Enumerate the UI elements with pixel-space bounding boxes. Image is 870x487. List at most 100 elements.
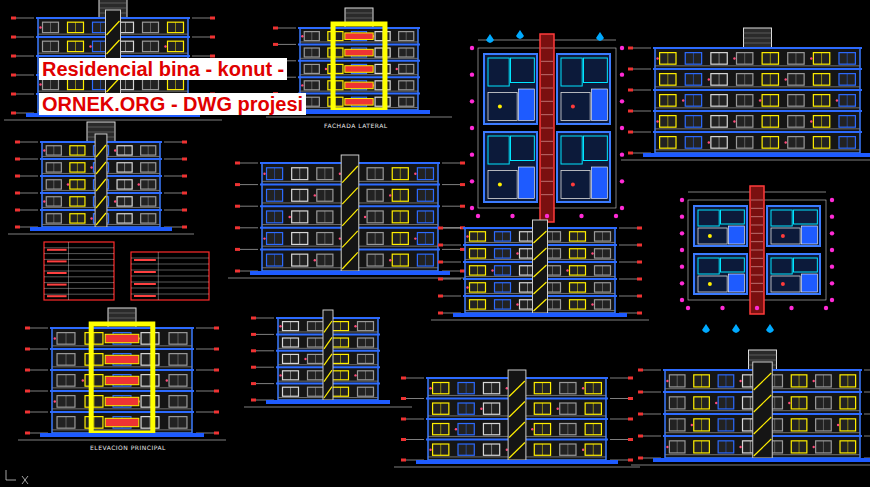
window-mullion [847, 441, 848, 453]
window [168, 79, 184, 89]
stair-step [751, 266, 763, 267]
window-mullion [744, 53, 745, 65]
room [698, 210, 719, 226]
window-mullion [502, 300, 503, 309]
apartment [694, 254, 747, 294]
window [813, 95, 829, 107]
window [762, 116, 778, 128]
detail-dot [516, 252, 518, 254]
level-line [442, 163, 462, 164]
level-marker [438, 227, 443, 230]
window [470, 266, 486, 275]
floor-slab [653, 131, 862, 133]
window-mullion [552, 283, 553, 292]
window [399, 97, 414, 106]
level-line [631, 48, 651, 49]
detail-dot [739, 380, 741, 382]
window [736, 95, 752, 107]
level-line [610, 419, 630, 420]
ground-band [30, 227, 172, 231]
level-marker [401, 397, 406, 400]
level-marker [11, 112, 16, 115]
window-mullion [744, 74, 745, 86]
detail-dot [43, 149, 45, 151]
window [367, 168, 383, 180]
window [534, 444, 550, 455]
window [816, 419, 832, 431]
level-line [238, 184, 258, 185]
ground-line [4, 120, 222, 121]
window-mullion [693, 116, 694, 128]
stair-flight [107, 40, 120, 54]
window [417, 233, 433, 245]
window-mullion [823, 397, 824, 409]
window [718, 397, 734, 409]
stair-flight [509, 422, 525, 438]
level-marker [438, 295, 443, 298]
window-mullion [502, 232, 503, 241]
detail-dot [810, 57, 812, 59]
window-mullion [375, 254, 376, 266]
window [358, 322, 374, 331]
window-mullion [299, 254, 300, 266]
level-line [192, 18, 212, 19]
window-mullion [823, 441, 824, 453]
window [292, 233, 308, 245]
level-marker [182, 158, 187, 161]
stair-step [541, 128, 553, 129]
window-mullion [491, 383, 492, 394]
tank-line [99, 3, 127, 4]
ground-line [18, 440, 226, 441]
railing [300, 41, 418, 42]
detail-dot [396, 68, 398, 70]
window [333, 322, 349, 331]
tank-line [744, 33, 772, 34]
detail-dot [491, 269, 493, 271]
window-mullion [375, 189, 376, 201]
stair-step [751, 200, 763, 201]
room [511, 136, 535, 161]
level-marker [251, 333, 256, 336]
window [585, 424, 601, 435]
stair-strip [750, 186, 764, 314]
ucs-axis [6, 480, 16, 481]
table-entry [47, 272, 67, 274]
window-mullion [795, 95, 796, 107]
window-mullion [593, 424, 594, 435]
window-mullion [577, 300, 578, 309]
window [660, 137, 676, 149]
window-mullion [602, 249, 603, 258]
level-line [254, 334, 274, 335]
window-mullion [477, 249, 478, 258]
stair-step [751, 250, 763, 251]
window-mullion [178, 417, 179, 429]
window [762, 53, 778, 65]
window-mullion [725, 441, 726, 453]
stair-flight [342, 209, 358, 226]
window [358, 387, 374, 396]
level-marker [182, 175, 187, 178]
level-line [631, 111, 651, 112]
window-mullion [124, 163, 125, 172]
window-mullion [406, 64, 407, 73]
fixture [571, 105, 575, 109]
window [560, 444, 576, 455]
room [698, 228, 727, 244]
level-marker [628, 459, 633, 462]
window-mullion [400, 254, 401, 266]
window-mullion [340, 322, 341, 331]
window [85, 333, 103, 345]
window [694, 419, 710, 431]
table-row [44, 247, 114, 248]
grid-bubble [830, 214, 834, 218]
floor-slab [653, 68, 862, 70]
window [570, 249, 586, 258]
stair-step [541, 101, 553, 102]
window [570, 300, 586, 309]
window [433, 444, 449, 455]
window [70, 214, 85, 223]
window [141, 354, 159, 366]
window [292, 189, 308, 201]
window-mullion [477, 300, 478, 309]
balcony [105, 376, 139, 384]
